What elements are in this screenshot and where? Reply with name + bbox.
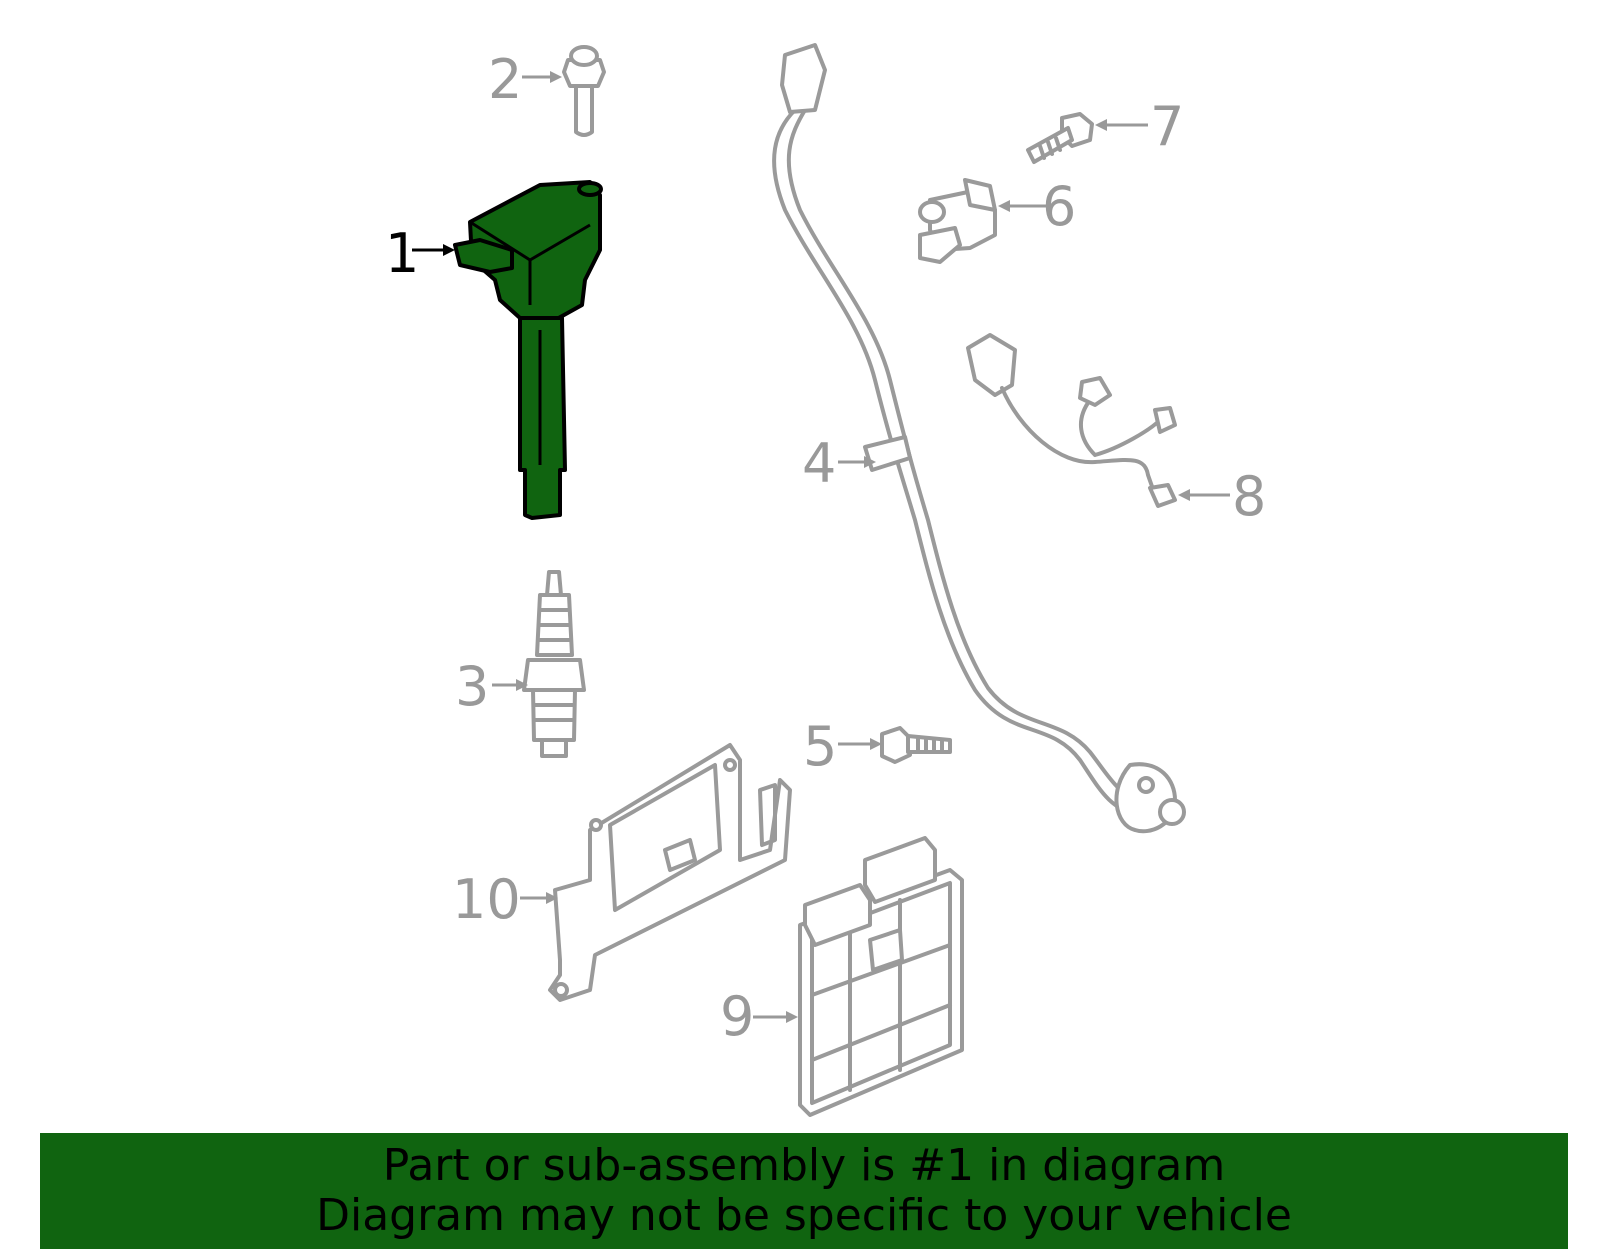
part-1-ignition-coil[interactable] [453,180,603,520]
callout-4: 4 [802,432,836,495]
part-3-spark-plug[interactable] [522,570,586,758]
info-banner: Part or sub-assembly is #1 in diagram Di… [40,1133,1568,1249]
arrow-9-head [786,1011,798,1023]
callout-3: 3 [455,655,489,718]
part-6-cam-sensor[interactable] [918,178,997,264]
part-2-bolt[interactable] [562,45,606,137]
callout-5: 5 [803,715,837,778]
callout-8: 8 [1232,465,1266,528]
part-9-ecu[interactable] [798,836,964,1117]
arrow-10-head [546,892,558,904]
callout-labels: 1 2 3 4 5 6 7 8 9 10 [385,48,1266,1048]
part-7-bolt[interactable] [1026,112,1094,164]
part-8-wiring-harness[interactable] [966,333,1177,508]
arrow-7-head [1095,119,1107,131]
callout-6: 6 [1042,175,1076,238]
banner-line-1: Part or sub-assembly is #1 in diagram [382,1140,1226,1191]
callout-2: 2 [488,48,522,111]
arrow-8-head [1178,489,1190,501]
callout-9: 9 [720,985,754,1048]
arrow-6-head [998,200,1010,212]
part-10-ecu-bracket[interactable] [548,743,792,1002]
callout-7: 7 [1150,95,1184,158]
arrow-2-head [550,71,562,83]
arrow-1-head [443,244,455,256]
arrow-3-head [516,679,528,691]
callout-arrows [412,71,1230,1023]
arrow-4-head [864,456,876,468]
arrow-5-head [870,738,882,750]
callout-10: 10 [452,868,521,931]
banner-line-2: Diagram may not be specific to your vehi… [316,1190,1292,1241]
part-5-bolt[interactable] [880,726,952,764]
part-4-sensor-harness[interactable] [772,43,1186,834]
callout-1: 1 [385,222,419,285]
